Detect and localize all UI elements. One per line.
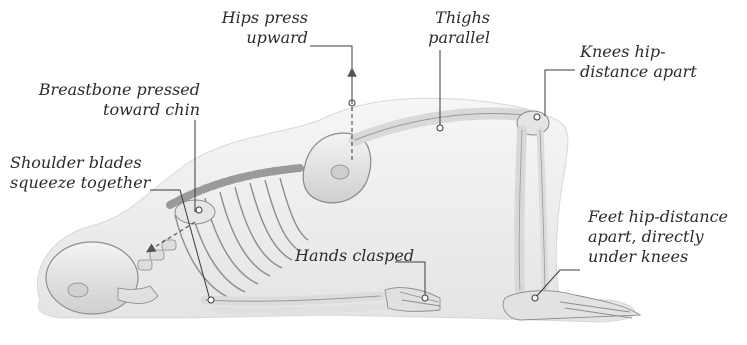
shoulders-label-line2: squeeze together bbox=[10, 173, 150, 193]
breastbone-label: Breastbone pressed toward chin bbox=[10, 80, 200, 120]
knees-label: Knees hip- distance apart bbox=[580, 42, 697, 82]
hands-label-line1: Hands clasped bbox=[295, 246, 414, 266]
feet-label-line1: Feet hip-distance bbox=[588, 207, 728, 227]
hands-label: Hands clasped bbox=[295, 246, 414, 266]
shoulders-label-line1: Shoulder blades bbox=[10, 153, 150, 173]
knees-label-line1: Knees hip- bbox=[580, 42, 697, 62]
feet-label-line2: apart, directly bbox=[588, 227, 728, 247]
breastbone-label-line1: Breastbone pressed bbox=[10, 80, 200, 100]
shoulders-label: Shoulder blades squeeze together bbox=[10, 153, 150, 193]
hips-label-line2: upward bbox=[198, 28, 308, 48]
breastbone-label-line2: toward chin bbox=[10, 100, 200, 120]
knees-label-line2: distance apart bbox=[580, 62, 697, 82]
hips-label-line1: Hips press bbox=[198, 8, 308, 28]
thighs-label-line2: parallel bbox=[400, 28, 490, 48]
thighs-label: Thighs parallel bbox=[400, 8, 490, 48]
feet-label-line3: under knees bbox=[588, 247, 728, 267]
feet-label: Feet hip-distance apart, directly under … bbox=[588, 207, 728, 267]
thighs-label-line1: Thighs bbox=[400, 8, 490, 28]
foot-bones bbox=[503, 291, 640, 320]
hips-label: Hips press upward bbox=[198, 8, 308, 48]
